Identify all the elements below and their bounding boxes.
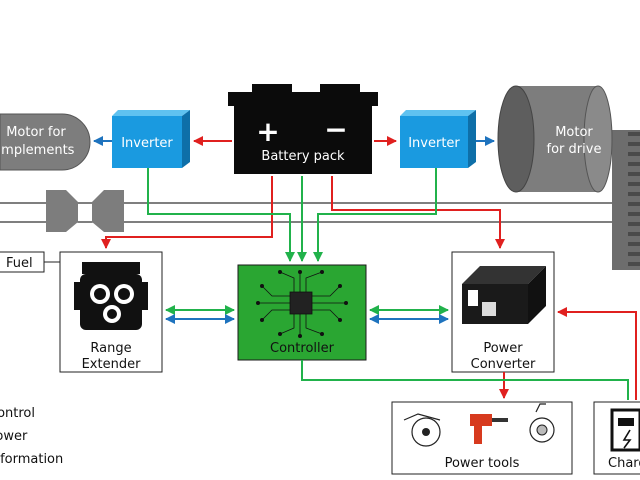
power-converter-icon (462, 266, 546, 324)
motor-for-drive: Motor for drive (497, 85, 613, 193)
engine-icon (74, 262, 148, 330)
angle-grinder-icon (529, 403, 555, 443)
battery-pack-label: Battery pack (261, 149, 345, 164)
inverter-left-label: Inverter (121, 136, 173, 151)
range-extender: Range Extender (59, 251, 163, 373)
charger: Charger (593, 401, 640, 475)
motor-drive-label-2: for drive (547, 142, 602, 157)
range-extender-label-2: Extender (82, 357, 141, 372)
circular-saw-icon (403, 413, 441, 447)
inverter-right: Inverter (400, 110, 476, 168)
battery-plus-icon: + (256, 115, 279, 148)
power-converter-label-2: Converter (471, 357, 536, 372)
battery-minus-icon: − (324, 113, 347, 146)
legend-control: Control (0, 406, 35, 421)
drive-shaft (0, 202, 612, 223)
inverter-left: Inverter (112, 110, 190, 168)
fuel-tank: Fuel (0, 251, 45, 273)
chip-icon (255, 269, 348, 338)
motor-drive-label-1: Motor (555, 125, 593, 140)
drill-icon (470, 414, 508, 444)
power-converter: Power Converter (451, 251, 555, 373)
charger-icon (610, 408, 640, 452)
inverter-right-label: Inverter (408, 136, 460, 151)
legend: Control Power Information (0, 406, 63, 467)
control-charger (301, 360, 629, 400)
legend-power: Power (0, 429, 28, 444)
power-charger-converter (557, 307, 637, 400)
legend-information: Information (0, 452, 63, 467)
power-tools-label: Power tools (445, 456, 520, 471)
motor-implements-label-1: Motor for (6, 125, 66, 140)
power-tools: Power tools (391, 401, 573, 475)
power-battery-range-extender (101, 176, 273, 249)
range-extender-label-1: Range (90, 341, 131, 356)
power-converter-label-1: Power (483, 341, 523, 356)
controller-label: Controller (270, 341, 335, 356)
charger-label: Charger (608, 456, 640, 471)
control-inverter-left (147, 168, 295, 262)
gear-rack-icon (612, 130, 640, 270)
controller: Controller (237, 264, 367, 361)
clutch-icon (46, 190, 124, 232)
motor-implements-label-2: implements (0, 143, 75, 158)
power-battery-power-converter (331, 176, 505, 249)
battery-pack: + − Battery pack (228, 84, 378, 174)
fuel-label: Fuel (6, 256, 33, 271)
control-inverter-right (313, 168, 437, 262)
motor-for-implements: Motor for implements (0, 113, 91, 171)
